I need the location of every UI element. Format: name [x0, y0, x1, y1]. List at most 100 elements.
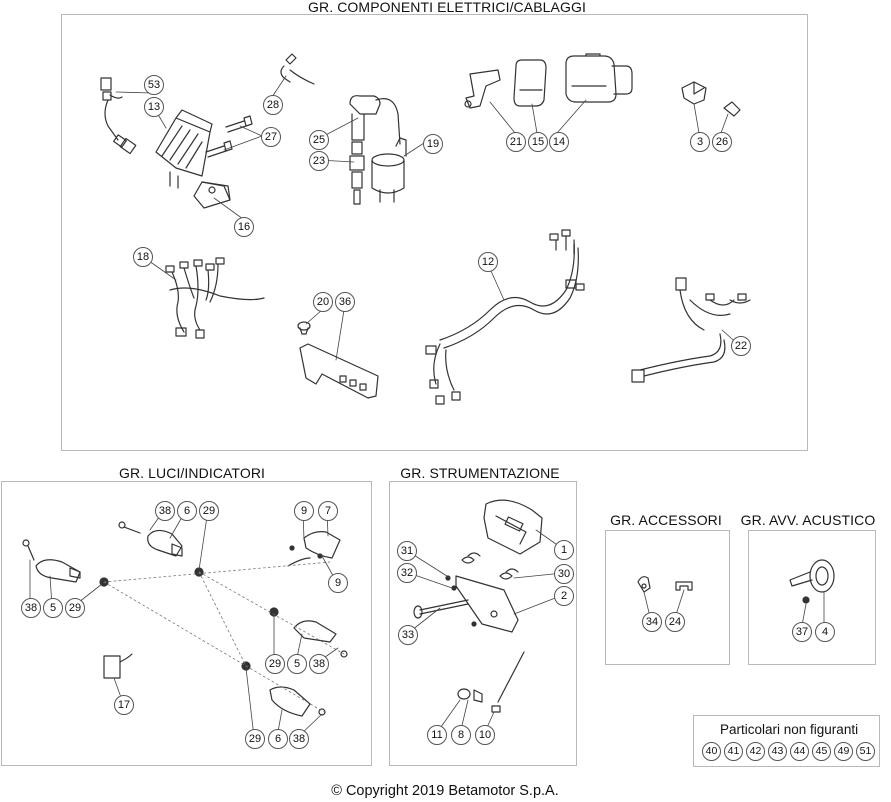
callout-29-rear-left: 29	[65, 598, 85, 618]
callout-18: 18	[133, 247, 153, 267]
copyright-notice: © Copyright 2019 Betamotor S.p.A.	[331, 783, 559, 799]
callout-37: 37	[792, 622, 812, 642]
callout-38-front-left: 38	[155, 501, 175, 521]
callout-22: 22	[731, 336, 751, 356]
part-12-harness	[425, 229, 585, 405]
callout-1: 1	[554, 540, 574, 560]
callout-29-rear-right: 29	[265, 654, 285, 674]
callout-9-front-right: 9	[294, 501, 314, 521]
callout-6-front-left: 6	[177, 501, 197, 521]
non-figured-list: 40 41 42 43 44 45 49 51	[702, 742, 875, 761]
non-figured-title: Particolari non figuranti	[720, 722, 859, 737]
part-rear-right-indicator	[269, 607, 348, 658]
non-figured-panel	[693, 715, 880, 767]
electrical-group-panel	[61, 14, 808, 451]
part-13-regulator	[155, 109, 213, 189]
part-18-main-harness	[165, 257, 265, 339]
non-figured-item: 45	[812, 742, 831, 761]
callout-29-lower: 29	[245, 729, 265, 749]
callout-11: 11	[427, 725, 447, 745]
callout-19: 19	[423, 134, 443, 154]
non-figured-item: 51	[856, 742, 875, 761]
callout-4: 4	[815, 622, 835, 642]
part-2-bracket	[455, 575, 519, 633]
instruments-group-title: GR. STRUMENTAZIONE	[400, 465, 560, 481]
callout-9-front-right-lower: 9	[328, 573, 348, 593]
callout-33: 33	[398, 625, 418, 645]
part-22-harness	[631, 277, 751, 383]
non-figured-item: 40	[702, 742, 721, 761]
callout-2: 2	[554, 586, 574, 606]
part-left-rear-indicator	[22, 539, 109, 587]
callout-26: 26	[712, 132, 732, 152]
callout-10: 10	[475, 725, 495, 745]
callout-36: 36	[335, 292, 355, 312]
callout-34: 34	[642, 612, 662, 632]
callout-23: 23	[309, 151, 329, 171]
part-30-spring	[461, 552, 519, 580]
callout-14: 14	[549, 132, 569, 152]
callout-53: 53	[144, 75, 164, 95]
callout-27: 27	[261, 127, 281, 147]
callout-12: 12	[478, 252, 498, 272]
part-25-plug-cap	[349, 95, 401, 145]
horn-group-panel	[748, 530, 876, 665]
part-24-clip	[675, 581, 693, 591]
callout-31: 31	[397, 541, 417, 561]
part-19-ignition-coil	[371, 137, 407, 203]
non-figured-item: 49	[834, 742, 853, 761]
non-figured-item: 43	[768, 742, 787, 761]
horn-group-title: GR. AVV. ACUSTICO	[740, 512, 876, 528]
electrical-group-title: GR. COMPONENTI ELETTRICI/CABLAGGI	[308, 0, 586, 15]
part-8-10-11-sensor	[457, 651, 525, 713]
callout-38-rear-left: 38	[21, 598, 41, 618]
callout-5-rear-right: 5	[287, 654, 307, 674]
accessories-group-panel	[605, 530, 730, 665]
callout-8: 8	[451, 725, 471, 745]
callout-38-lower: 38	[289, 729, 309, 749]
callout-38-rear-right: 38	[309, 654, 329, 674]
part-4-horn	[789, 559, 835, 604]
callout-16: 16	[234, 217, 254, 237]
instruments-group-panel	[389, 481, 577, 766]
callout-17: 17	[114, 695, 134, 715]
part-34-clip	[637, 576, 651, 593]
callout-30: 30	[554, 564, 574, 584]
part-16-switch	[193, 181, 231, 209]
callout-13: 13	[144, 97, 164, 117]
non-figured-item: 41	[724, 742, 743, 761]
part-28-wire-connector	[280, 53, 315, 85]
part-front-right-indicator	[287, 531, 341, 567]
part-23-spark-plug	[349, 141, 365, 205]
callout-5-rear-left: 5	[43, 598, 63, 618]
callout-21: 21	[506, 132, 526, 152]
callout-15: 15	[528, 132, 548, 152]
lights-group-title: GR. LUCI/INDICATORI	[118, 465, 266, 481]
callout-25: 25	[309, 130, 329, 150]
callout-29-front-left: 29	[199, 501, 219, 521]
callout-6-lower: 6	[268, 729, 288, 749]
part-21-bracket	[464, 69, 501, 109]
part-26-clip	[723, 101, 741, 117]
callout-3: 3	[690, 132, 710, 152]
part-20-grommet	[297, 321, 311, 335]
part-53-connector-harness	[100, 77, 137, 155]
part-14-control-unit	[565, 53, 633, 103]
part-36-bracket	[299, 343, 379, 399]
part-1-dashboard	[483, 499, 543, 555]
part-17-connector	[103, 653, 133, 679]
non-figured-item: 44	[790, 742, 809, 761]
callout-32: 32	[397, 563, 417, 583]
accessories-group-title: GR. ACCESSORI	[610, 512, 722, 528]
non-figured-item: 42	[746, 742, 765, 761]
part-33-bolt	[413, 599, 469, 619]
lights-group-panel	[1, 481, 372, 766]
part-3-clip	[681, 81, 707, 105]
callout-28: 28	[263, 95, 283, 115]
callout-24: 24	[665, 612, 685, 632]
callout-7-front-right: 7	[318, 501, 338, 521]
part-15-cover	[513, 59, 547, 107]
callout-20: 20	[313, 292, 333, 312]
part-27-bolts	[205, 115, 253, 158]
